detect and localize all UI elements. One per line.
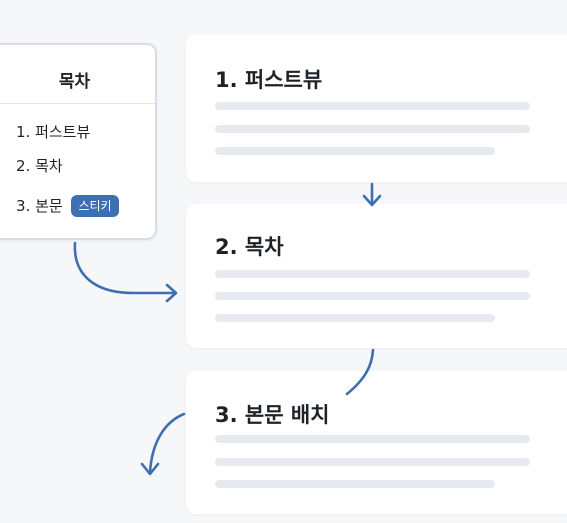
placeholder-line xyxy=(215,292,530,300)
placeholder-line xyxy=(215,314,495,322)
placeholder-line xyxy=(215,435,530,443)
toc-item-first-view[interactable]: 1. 퍼스트뷰 xyxy=(16,121,90,142)
placeholder-line xyxy=(215,147,495,155)
placeholder-line xyxy=(215,125,530,133)
sticky-badge: 스티키 xyxy=(71,195,119,217)
arrow-head-icon xyxy=(140,462,160,476)
card-title: 2. 목차 xyxy=(215,235,284,259)
toc-item-label: 3. 본문 xyxy=(16,197,63,215)
toc-item-body[interactable]: 3. 본문 스티키 xyxy=(16,195,119,217)
toc-item-label: 1. 퍼스트뷰 xyxy=(16,123,91,141)
section-card-first-view: 1. 퍼스트뷰 xyxy=(186,34,567,182)
toc-panel: 목차 1. 퍼스트뷰 2. 목차 3. 본문 스티키 xyxy=(0,43,157,240)
arrow-head-icon xyxy=(165,283,178,303)
placeholder-line xyxy=(215,458,530,466)
toc-item-label: 2. 목차 xyxy=(16,157,63,175)
section-card-toc: 2. 목차 xyxy=(186,204,567,348)
placeholder-line xyxy=(215,102,530,110)
placeholder-line xyxy=(215,270,530,278)
section-card-body-layout: 3. 본문 배치 xyxy=(186,371,567,514)
card-title: 1. 퍼스트뷰 xyxy=(215,68,323,92)
toc-divider xyxy=(0,103,155,104)
toc-title: 목차 xyxy=(58,72,91,92)
placeholder-line xyxy=(215,480,495,488)
arrow-section-3-out xyxy=(148,412,186,474)
card-title: 3. 본문 배치 xyxy=(215,403,330,427)
toc-item-toc[interactable]: 2. 목차 xyxy=(16,155,63,176)
arrow-toc-to-section-2 xyxy=(73,241,177,295)
